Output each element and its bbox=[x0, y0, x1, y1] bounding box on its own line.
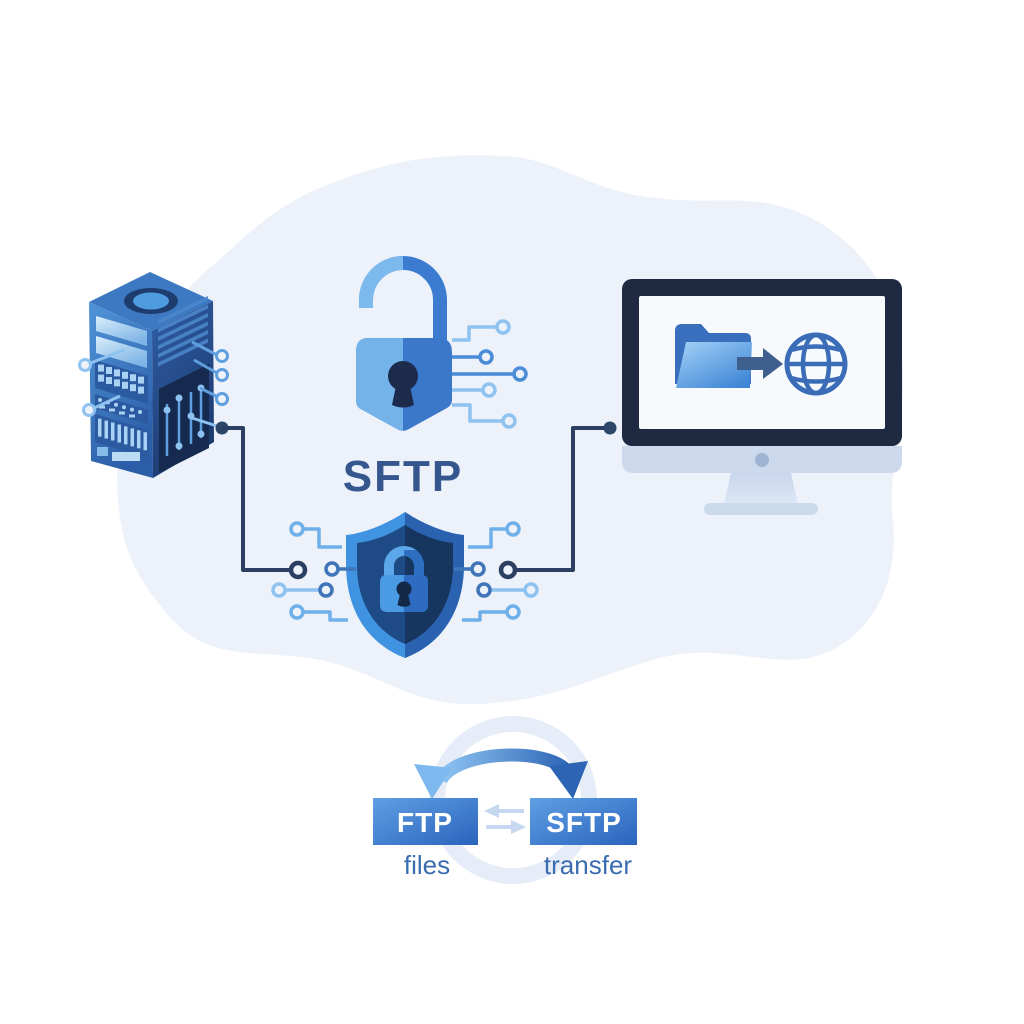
monitor-base bbox=[704, 503, 818, 515]
monitor-icon bbox=[622, 279, 902, 515]
circuit-trace-icon bbox=[78, 340, 229, 429]
swap-arrows-icon bbox=[484, 804, 526, 834]
keyhole-icon bbox=[388, 361, 418, 391]
sftp-box-label: SFTP bbox=[546, 807, 622, 838]
power-button-icon bbox=[755, 453, 769, 467]
connector-line-left bbox=[215, 421, 308, 580]
monitor-stand bbox=[724, 473, 798, 505]
circuit-trace-icon bbox=[271, 521, 356, 622]
ftp-box-label: FTP bbox=[397, 807, 453, 838]
keyhole-icon bbox=[396, 581, 412, 597]
circuit-trace-icon bbox=[454, 521, 539, 622]
sftp-box bbox=[530, 798, 637, 845]
curved-exchange-arrow-icon bbox=[414, 748, 588, 799]
connector-line-right bbox=[498, 421, 617, 580]
shield-lock-icon bbox=[346, 512, 464, 658]
transfer-arrow-icon bbox=[737, 348, 783, 379]
transfer-caption: transfer bbox=[544, 850, 632, 880]
globe-icon bbox=[784, 332, 848, 396]
ftp-box bbox=[373, 798, 478, 845]
files-caption: files bbox=[404, 850, 450, 880]
ftp-sftp-comparison: FTP SFTP files transfer bbox=[373, 716, 637, 884]
circuit-trace-icon bbox=[452, 319, 528, 429]
open-padlock-icon bbox=[356, 263, 452, 431]
server-icon bbox=[78, 272, 229, 478]
server-circuit-panel bbox=[159, 364, 209, 473]
protocol-heading: SFTP bbox=[343, 452, 463, 501]
folder-icon bbox=[675, 324, 752, 388]
